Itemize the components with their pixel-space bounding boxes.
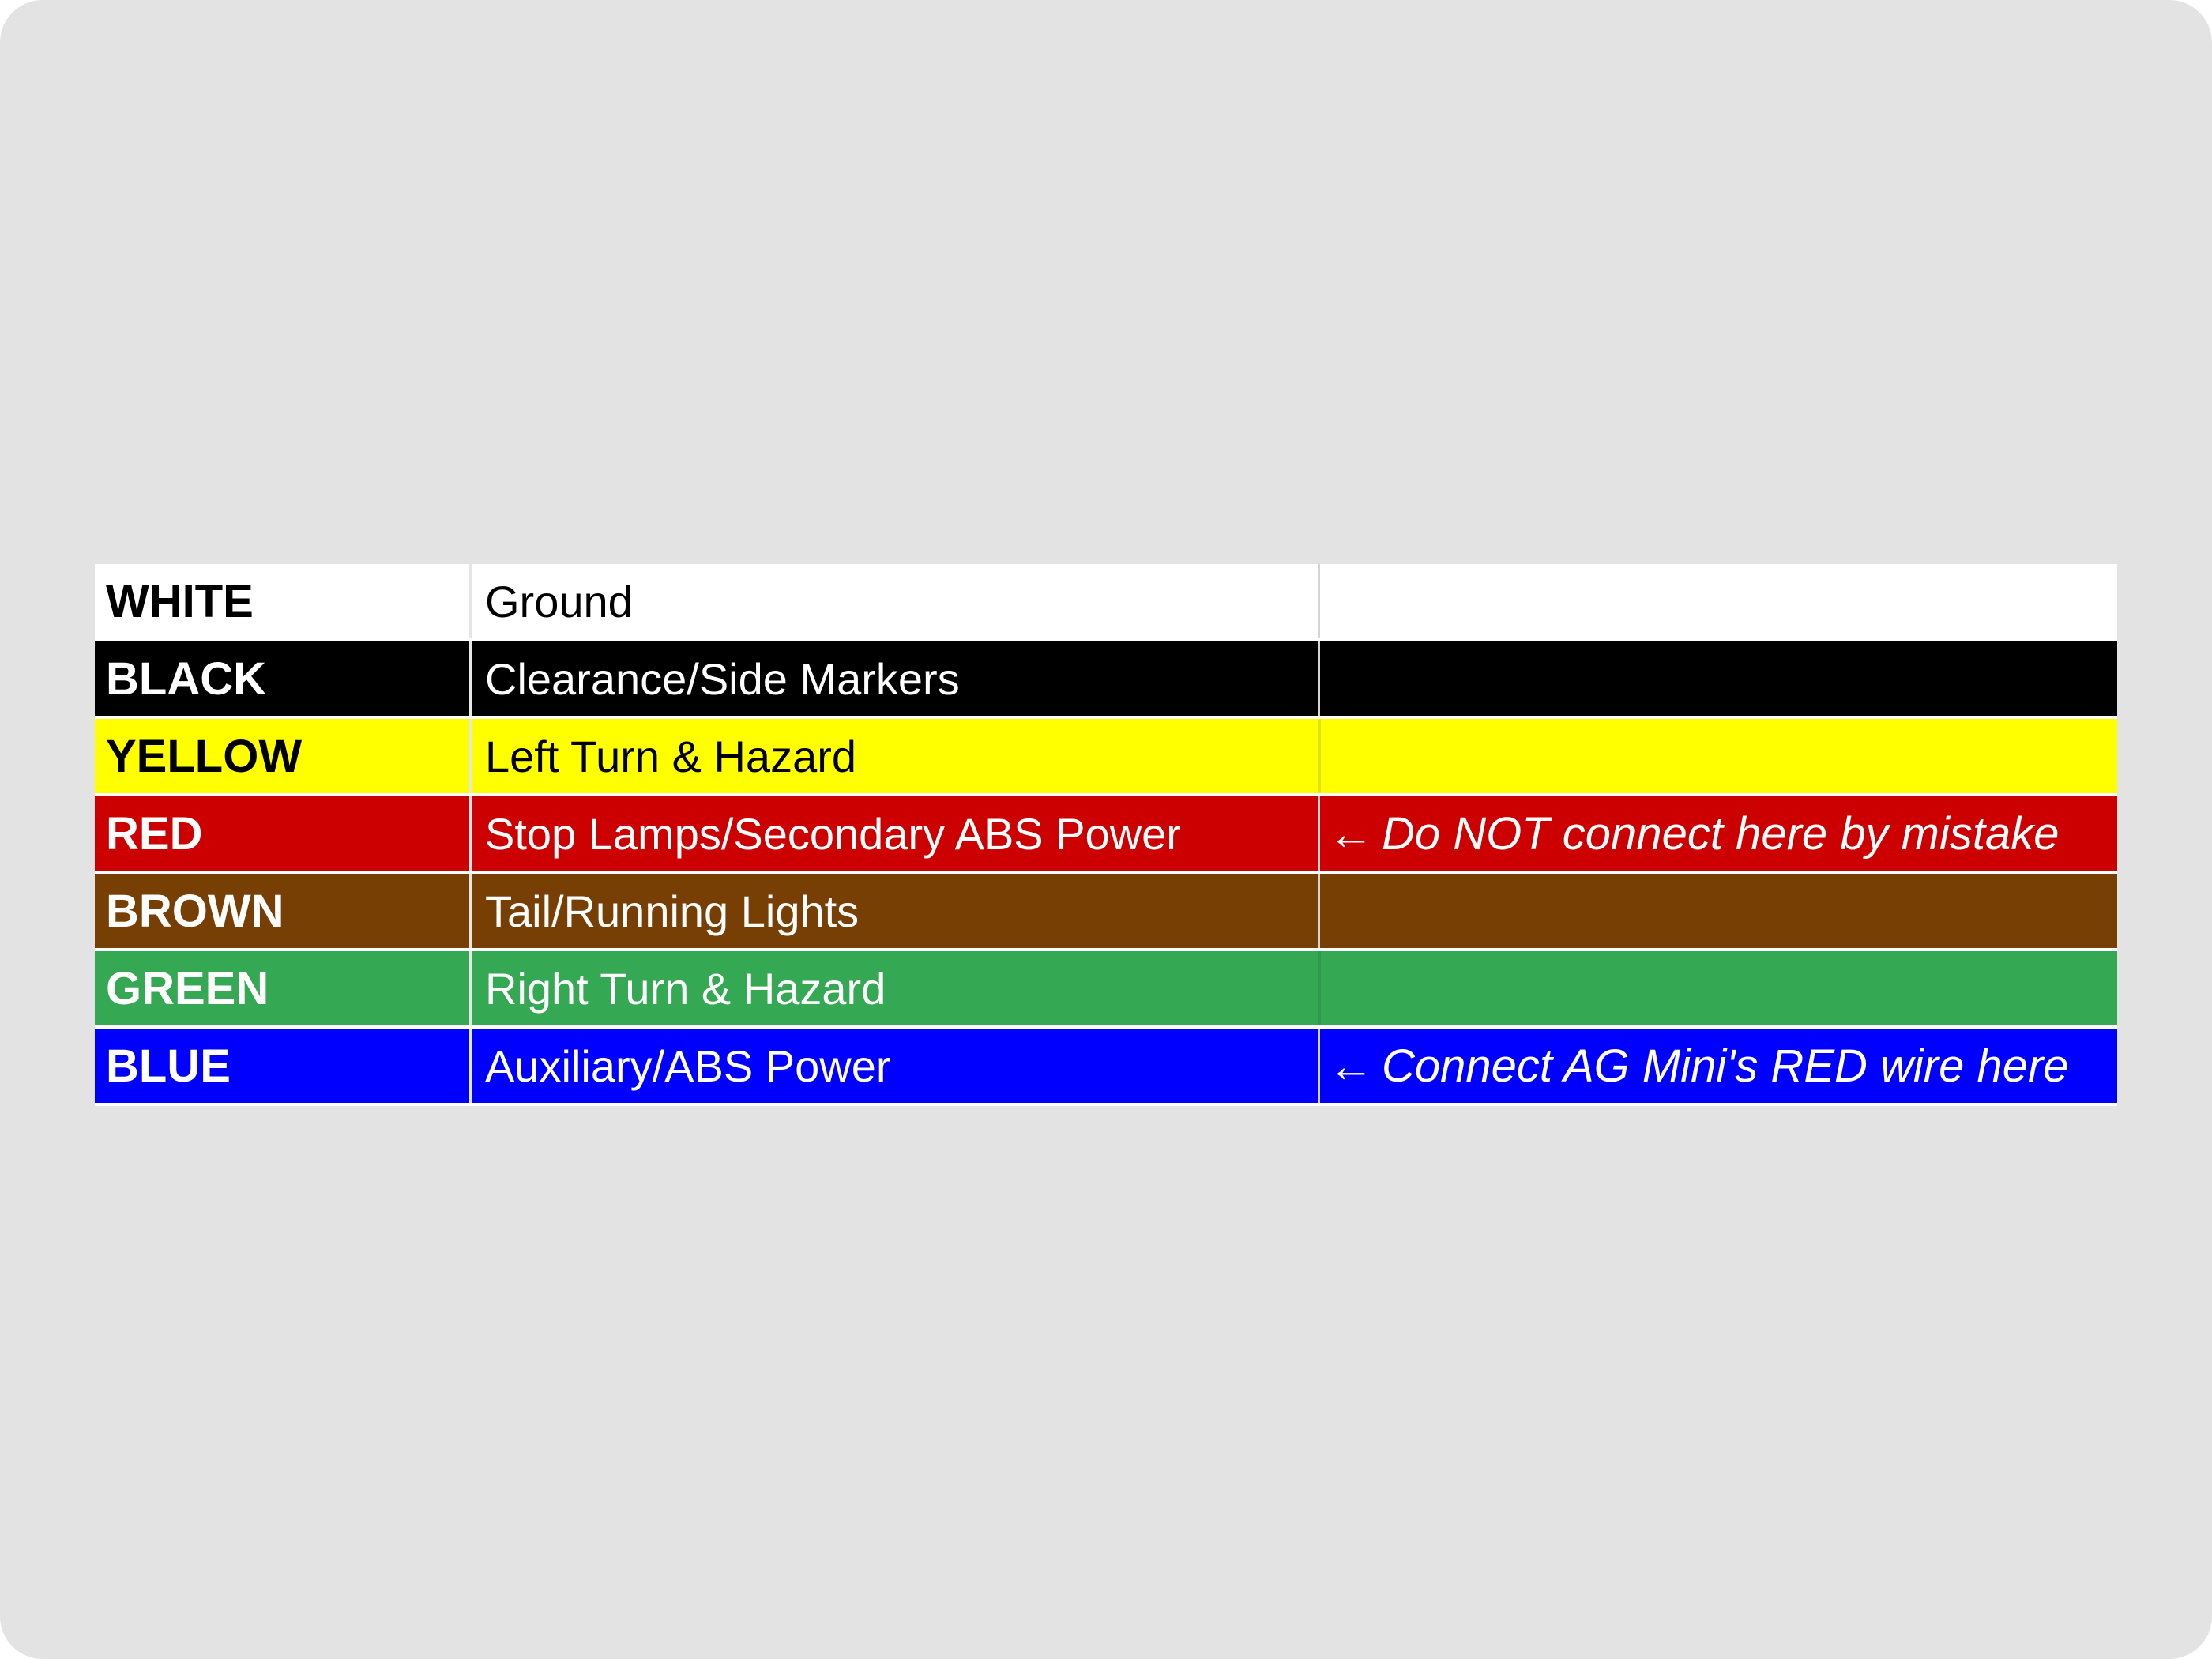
wire-note-cell bbox=[1319, 717, 2117, 796]
wire-note-text: Do NOT connect here by mistake bbox=[1382, 807, 2060, 860]
wire-function-label: Stop Lamps/Secondary ABS Power bbox=[471, 795, 1320, 874]
wire-color-label: YELLOW bbox=[95, 717, 472, 796]
wire-function-label: Left Turn & Hazard bbox=[471, 717, 1321, 796]
wire-color-label: BROWN bbox=[95, 872, 472, 951]
left-arrow-icon: ← bbox=[1328, 807, 1374, 860]
wire-function-label: Auxiliary/ABS Power bbox=[471, 1027, 1320, 1106]
wire-color-label: BLUE bbox=[95, 1027, 472, 1106]
wire-function-label: Clearance/Side Markers bbox=[471, 640, 1320, 719]
table-row-blue: BLUE Auxiliary/ABS Power ←Connect AG Min… bbox=[95, 1027, 2117, 1106]
wire-function-label: Tail/Running Lights bbox=[471, 872, 1320, 951]
wire-color-table: WHITE Ground BLACK Clearance/Side Marker… bbox=[95, 564, 2117, 1106]
wire-function-label: Ground bbox=[471, 564, 1320, 641]
wire-note-cell bbox=[1319, 950, 2117, 1029]
wire-color-label: GREEN bbox=[95, 950, 472, 1029]
wire-note-cell: ←Connect AG Mini's RED wire here bbox=[1319, 1027, 2117, 1106]
table-row-yellow: YELLOW Left Turn & Hazard bbox=[95, 717, 2117, 796]
wire-color-label: WHITE bbox=[95, 564, 472, 641]
wire-color-label: RED bbox=[95, 795, 472, 874]
table-row-red: RED Stop Lamps/Secondary ABS Power ←Do N… bbox=[95, 795, 2117, 874]
table-row-brown: BROWN Tail/Running Lights bbox=[95, 872, 2117, 951]
wire-note-text: Connect AG Mini's RED wire here bbox=[1382, 1040, 2069, 1092]
wire-note-cell bbox=[1319, 564, 2117, 641]
left-arrow-icon: ← bbox=[1328, 1040, 1374, 1092]
table-row-white: WHITE Ground bbox=[95, 564, 2117, 641]
wire-note-cell bbox=[1319, 872, 2117, 951]
table-row-green: GREEN Right Turn & Hazard bbox=[95, 950, 2117, 1029]
wire-note-cell bbox=[1319, 640, 2117, 719]
wire-color-label: BLACK bbox=[95, 640, 472, 719]
wire-function-label: Right Turn & Hazard bbox=[471, 950, 1321, 1029]
wire-note-cell: ←Do NOT connect here by mistake bbox=[1319, 795, 2117, 874]
table-row-black: BLACK Clearance/Side Markers bbox=[95, 640, 2117, 719]
